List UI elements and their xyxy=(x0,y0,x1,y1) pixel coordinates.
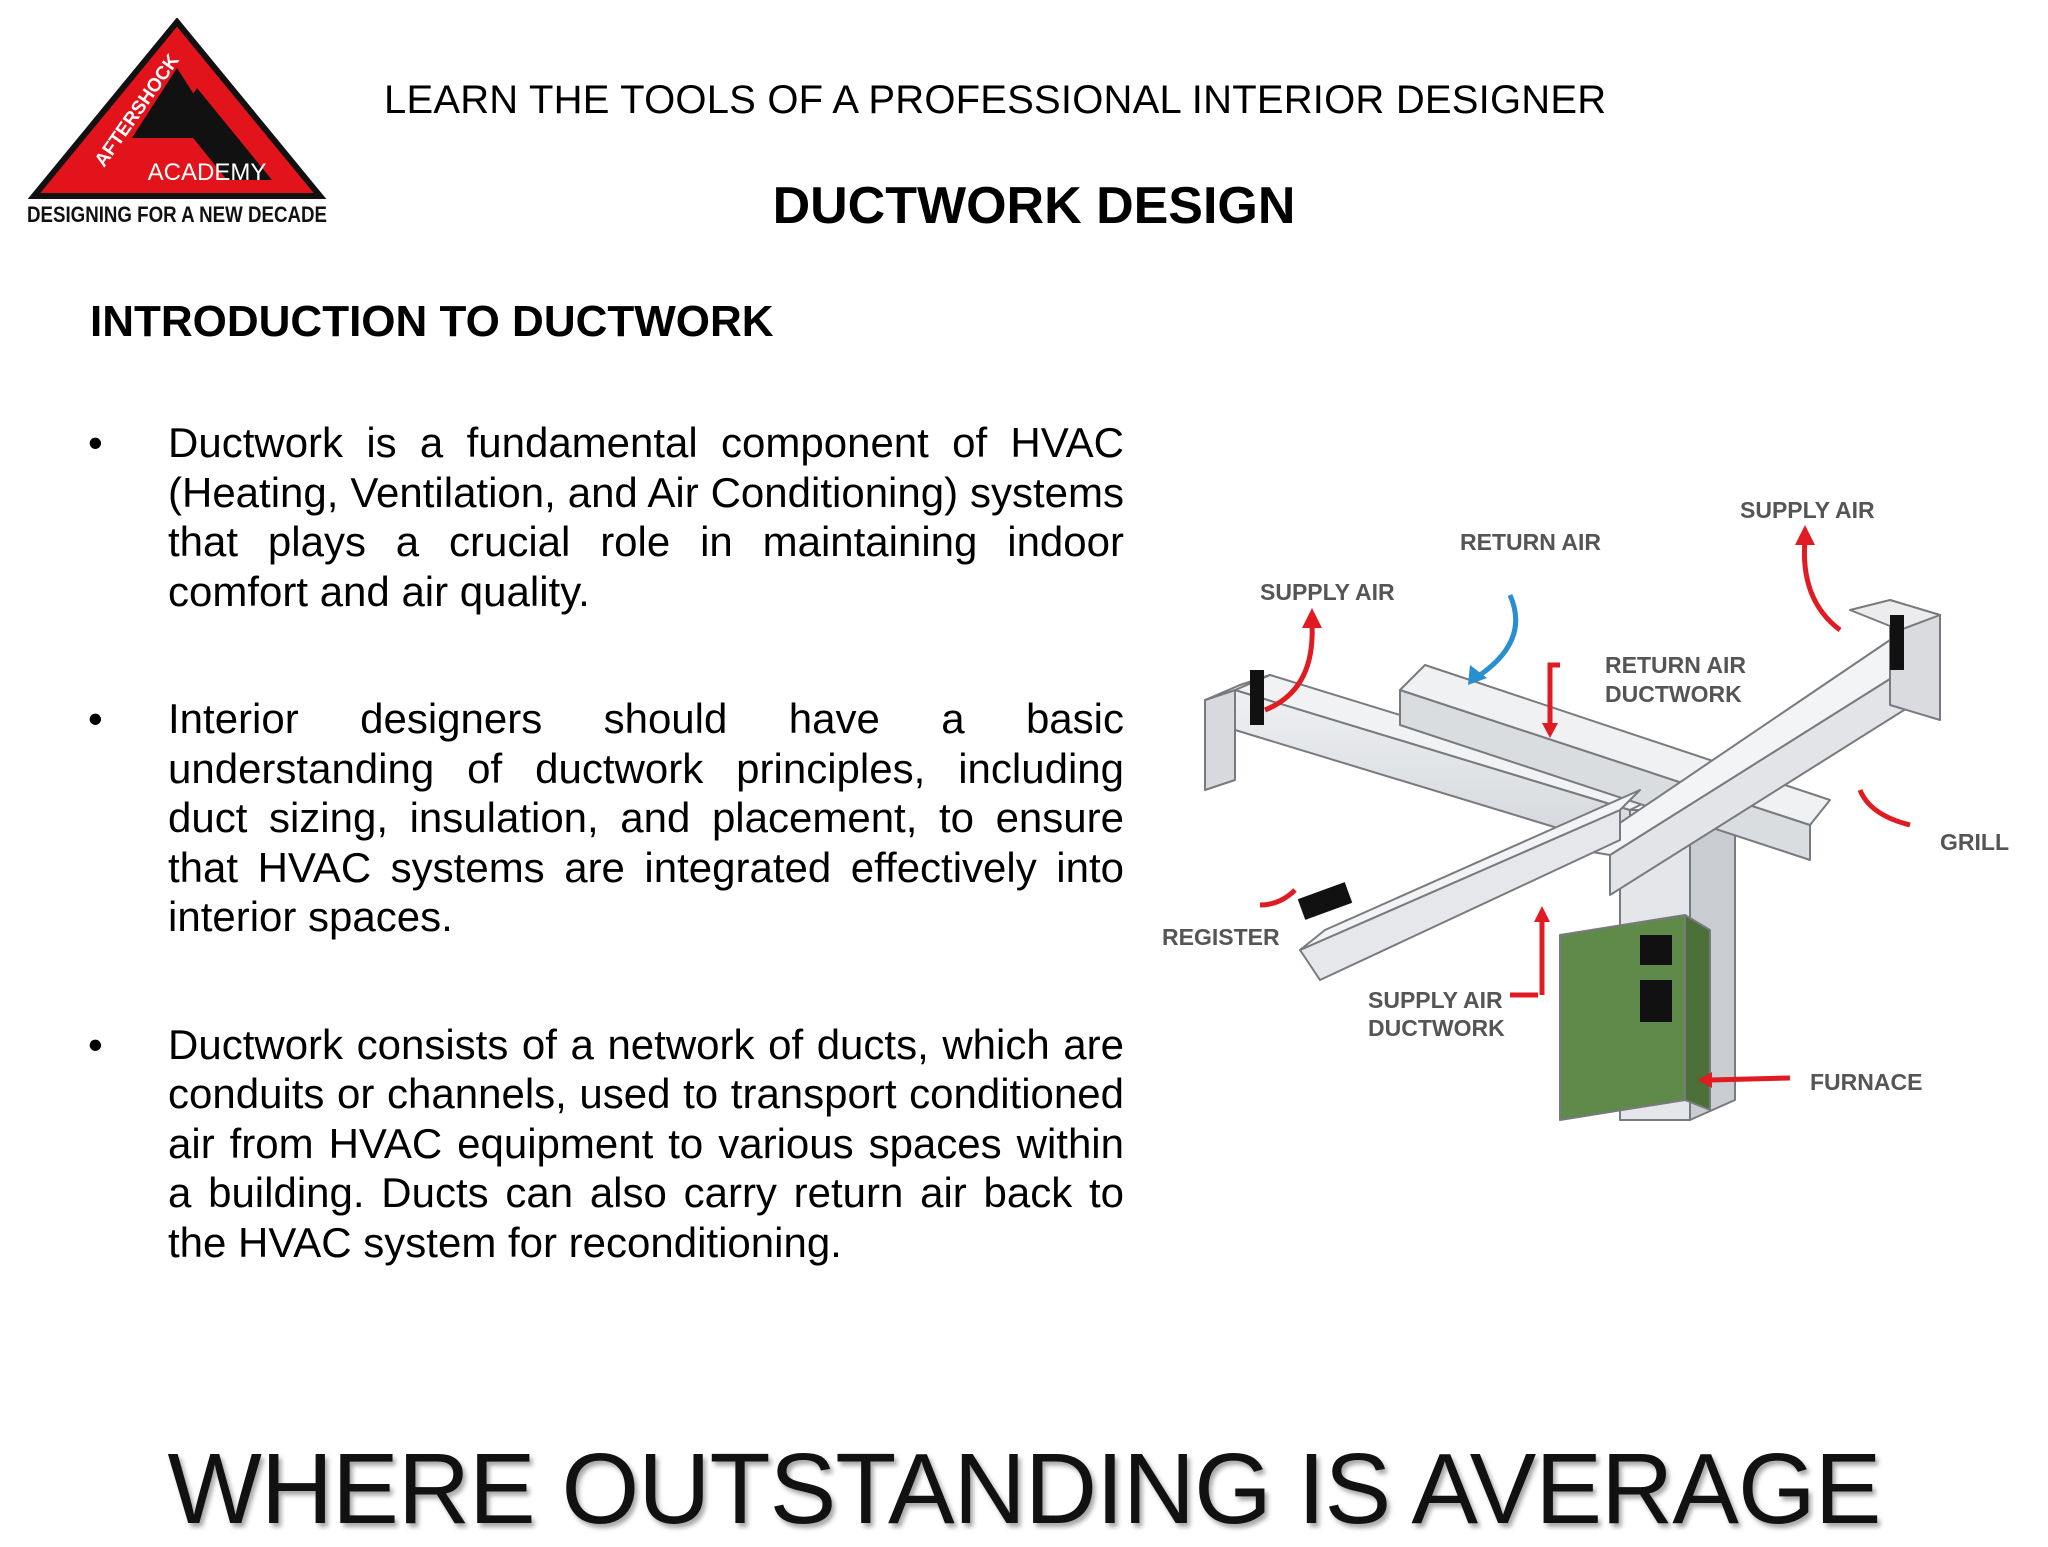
logo-name: ACADEMY xyxy=(148,159,267,186)
header-tagline: LEARN THE TOOLS OF A PROFESSIONAL INTERI… xyxy=(384,78,1607,122)
label-supply-air-ductwork-2: DUCTWORK xyxy=(1368,1015,1505,1041)
label-register: REGISTER xyxy=(1162,924,1280,950)
label-supply-air-left: SUPPLY AIR xyxy=(1260,579,1395,605)
bullet-text: Ductwork is a fundamental component of H… xyxy=(168,419,1124,615)
label-return-air-ductwork-1: RETURN AIR xyxy=(1605,652,1746,678)
bullet-text: Interior designers should have a basic u… xyxy=(168,695,1124,940)
bullet-icon: • xyxy=(88,1020,103,1068)
label-supply-air-ductwork-1: SUPPLY AIR xyxy=(1368,987,1503,1013)
section-title: INTRODUCTION TO DUCTWORK xyxy=(90,297,774,346)
list-item: • Ductwork is a fundamental component of… xyxy=(84,418,1124,616)
label-supply-air-right: SUPPLY AIR xyxy=(1740,497,1875,523)
list-item: • Ductwork consists of a network of duct… xyxy=(84,1020,1124,1268)
page-title: DUCTWORK DESIGN xyxy=(772,177,1296,235)
label-return-air-ductwork-2: DUCTWORK xyxy=(1605,681,1742,707)
label-furnace: FURNACE xyxy=(1810,1069,1922,1095)
list-item: • Interior designers should have a basic… xyxy=(84,694,1124,942)
ductwork-diagram: SUPPLY AIR RETURN AIR SUPPLY AIR RETURN … xyxy=(1162,497,2009,1121)
bullet-list: • Ductwork is a fundamental component of… xyxy=(84,418,1124,1345)
bullet-icon: • xyxy=(88,695,103,742)
footer-motto: WHERE OUTSTANDING IS AVERAGE xyxy=(167,1433,1882,1545)
bullet-icon: • xyxy=(88,419,103,466)
bullet-text: Ductwork consists of a network of ducts,… xyxy=(168,1020,1124,1266)
label-return-air: RETURN AIR xyxy=(1460,529,1601,555)
logo-slogan: DESIGNING FOR A NEW DECADE xyxy=(27,202,327,227)
label-grill: GRILL xyxy=(1940,829,2009,855)
aftershock-academy-logo: AFTERSHOCK ACADEMY DESIGNING FOR A NEW D… xyxy=(27,18,327,227)
